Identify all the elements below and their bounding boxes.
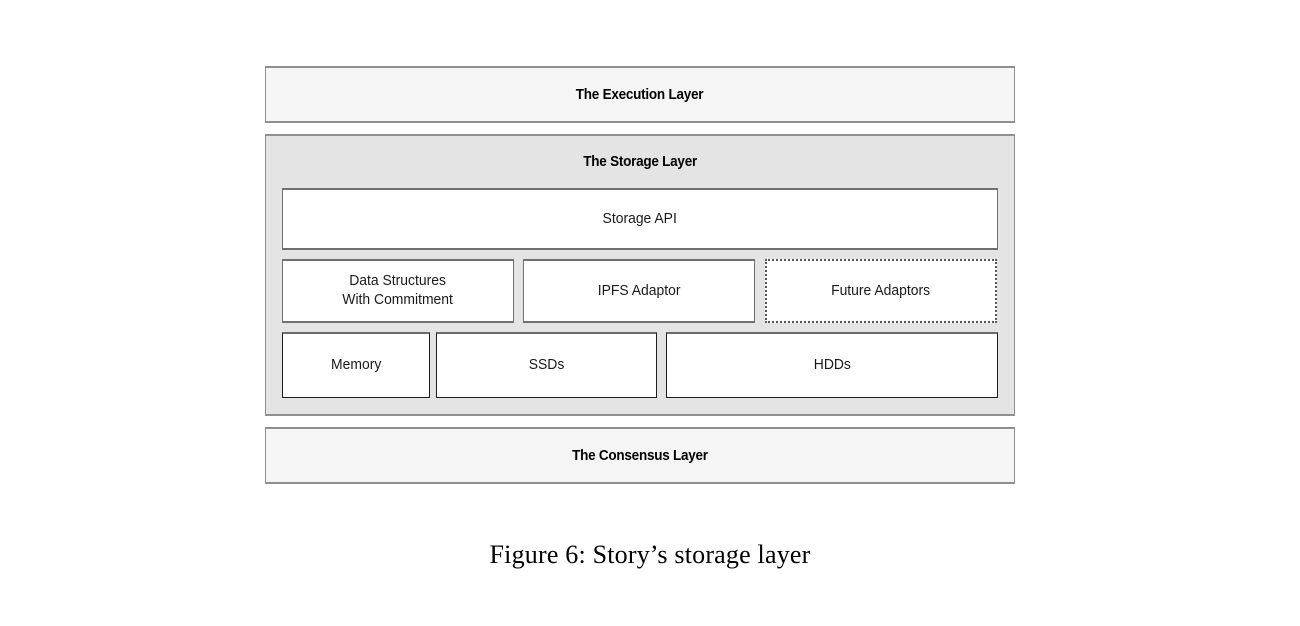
media-row: Memory SSDs HDDs: [282, 332, 999, 398]
data-structures-label: Data Structures With Commitment: [343, 272, 454, 309]
adaptor-row: Data Structures With Commitment IPFS Ada…: [282, 259, 998, 323]
consensus-layer-band: The Consensus Layer: [265, 427, 1015, 484]
future-adaptors-label: Future Adaptors: [831, 282, 931, 299]
consensus-layer-title: The Consensus Layer: [572, 447, 708, 464]
figure-caption: Figure 6: Story’s storage layer: [489, 540, 811, 569]
storage-api-label: Storage API: [602, 210, 678, 227]
execution-layer-title: The Execution Layer: [576, 86, 704, 103]
data-structures-label-line2: With Commitment: [342, 292, 454, 308]
ipfs-adaptor-box: IPFS Adaptor: [523, 259, 755, 323]
hdds-label: HDDs: [813, 357, 851, 374]
storage-layer-title: The Storage Layer: [583, 154, 697, 170]
execution-layer-band: The Execution Layer: [265, 66, 1015, 123]
data-structures-label-line1: Data Structures: [349, 273, 447, 290]
memory-label: Memory: [330, 357, 382, 374]
storage-layer-diagram: The Execution Layer The Storage Layer St…: [265, 66, 1015, 484]
hdds-box: HDDs: [666, 332, 999, 398]
ipfs-adaptor-label: IPFS Adaptor: [597, 282, 681, 299]
storage-layer-title-row: The Storage Layer: [282, 136, 998, 188]
future-adaptors-box: Future Adaptors: [765, 259, 997, 323]
ssds-label: SSDs: [528, 357, 565, 374]
storage-layer-container: The Storage Layer Storage API Data Struc…: [265, 134, 1015, 416]
memory-box: Memory: [282, 332, 430, 398]
data-structures-box: Data Structures With Commitment: [282, 259, 514, 323]
ssds-box: SSDs: [435, 332, 658, 398]
storage-api-box: Storage API: [282, 188, 998, 250]
